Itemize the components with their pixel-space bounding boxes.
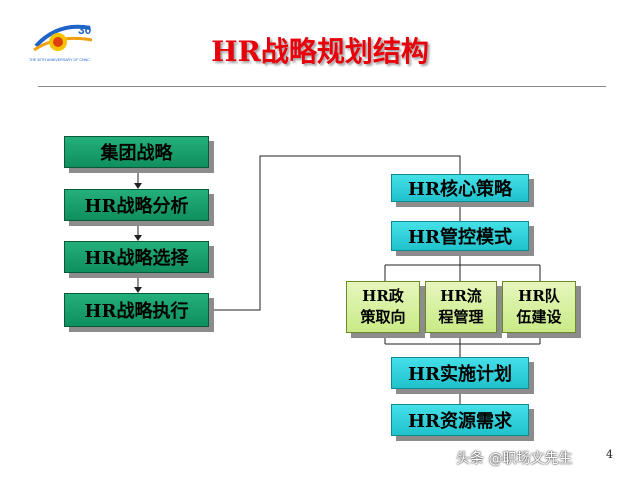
middle-box-process-line1: HR流 — [440, 287, 482, 305]
left-box-hr-selection: HR战略选择 — [64, 241, 209, 273]
watermark-text: 头条 @职场文先生 — [456, 451, 573, 467]
right-box-control-mode: HR管控模式 — [391, 221, 529, 251]
middle-box-team-line2: 伍建设 — [516, 308, 562, 326]
middle-box-team-line1: HR队 — [518, 287, 560, 305]
svg-text:30: 30 — [78, 23, 92, 37]
middle-box-policy: HR政 策取向 — [346, 281, 420, 333]
middle-box-process: HR流 程管理 — [425, 281, 497, 333]
left-box-hr-execution: HR战略执行 — [64, 293, 209, 327]
right-box-core-strategy: HR核心策略 — [391, 174, 529, 202]
title-divider — [38, 86, 606, 87]
left-box-group-strategy: 集团战略 — [64, 136, 209, 168]
left-box-hr-analysis: HR战略分析 — [64, 189, 209, 221]
anniversary-logo: 30 THE 30TH ANNIVERSARY OF CNNC — [29, 23, 93, 62]
page-title: HR战略规划结构 — [211, 35, 429, 68]
page-number: 4 — [606, 448, 613, 461]
middle-box-team: HR队 伍建设 — [502, 281, 576, 333]
right-box-implementation-plan: HR实施计划 — [391, 357, 529, 389]
logo-caption: THE 30TH ANNIVERSARY OF CNNC — [29, 58, 90, 62]
right-box-resource-demand: HR资源需求 — [391, 404, 529, 436]
middle-box-process-line2: 程管理 — [438, 308, 484, 326]
middle-box-policy-line1: HR政 — [362, 287, 404, 305]
middle-box-policy-line2: 策取向 — [360, 308, 406, 326]
